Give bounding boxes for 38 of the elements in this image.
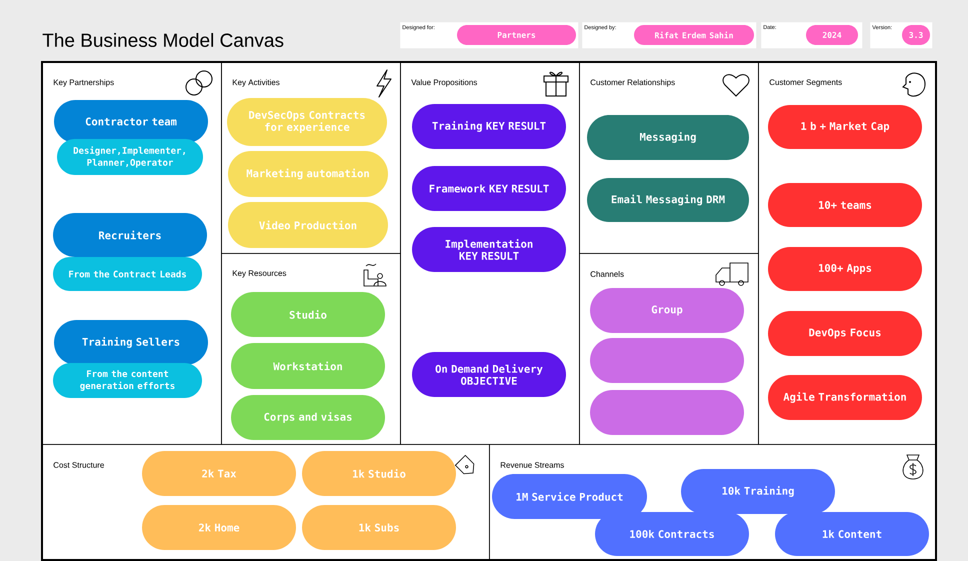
pill: Training Sellers	[54, 320, 208, 365]
pill: Corps and visas	[231, 395, 385, 440]
pill: Marketing automation	[228, 151, 388, 197]
pill: Implementation KEY RESULT	[412, 227, 566, 272]
node-label: 100k Contracts	[630, 530, 714, 538]
pill: Agile Transformation	[768, 375, 922, 420]
pill: Partners	[457, 25, 576, 45]
pill: Framework KEY RESULT	[412, 166, 566, 211]
node-label: 10k Training	[722, 486, 794, 497]
pill	[590, 338, 744, 383]
pill: Designer,Implementer, Planner,Operator	[57, 139, 203, 175]
pill: 1k Content	[775, 512, 929, 556]
pill: Recruiters	[53, 213, 207, 257]
pill: DevOps Focus	[768, 311, 922, 356]
pill: Email Messaging DRM	[587, 178, 749, 222]
pill: On Demand Delivery OBJECTIVE	[412, 352, 566, 397]
pill: DevSecOps Contracts for experience	[227, 98, 387, 146]
pill: 2k Home	[142, 505, 296, 550]
pill: 1 b + Market Cap	[768, 105, 922, 149]
pill: 2k Tax	[142, 451, 296, 496]
pill	[590, 390, 744, 435]
pill: Video Production	[228, 202, 388, 248]
page-title: The Business Model Canvas	[42, 33, 284, 47]
pill: 100+ Apps	[768, 247, 922, 291]
pill: 10k Training	[681, 469, 835, 514]
pill: Training KEY RESULT	[412, 104, 566, 149]
pill: Messaging	[587, 115, 749, 160]
pill: 10+ teams	[768, 183, 922, 227]
pill: 1k Studio	[302, 451, 456, 496]
pill: 1k Subs	[302, 505, 456, 550]
pill: From the content generation efforts	[53, 363, 202, 398]
pill: Studio	[231, 292, 385, 337]
pill: Group	[590, 288, 744, 333]
pill: 3.3	[902, 25, 930, 45]
pill: Workstation	[231, 343, 385, 389]
pill: From the Contract Leads	[53, 257, 202, 291]
pill: 100k Contracts	[595, 512, 749, 556]
pill: Rifat Erdem Sahin	[634, 25, 754, 45]
